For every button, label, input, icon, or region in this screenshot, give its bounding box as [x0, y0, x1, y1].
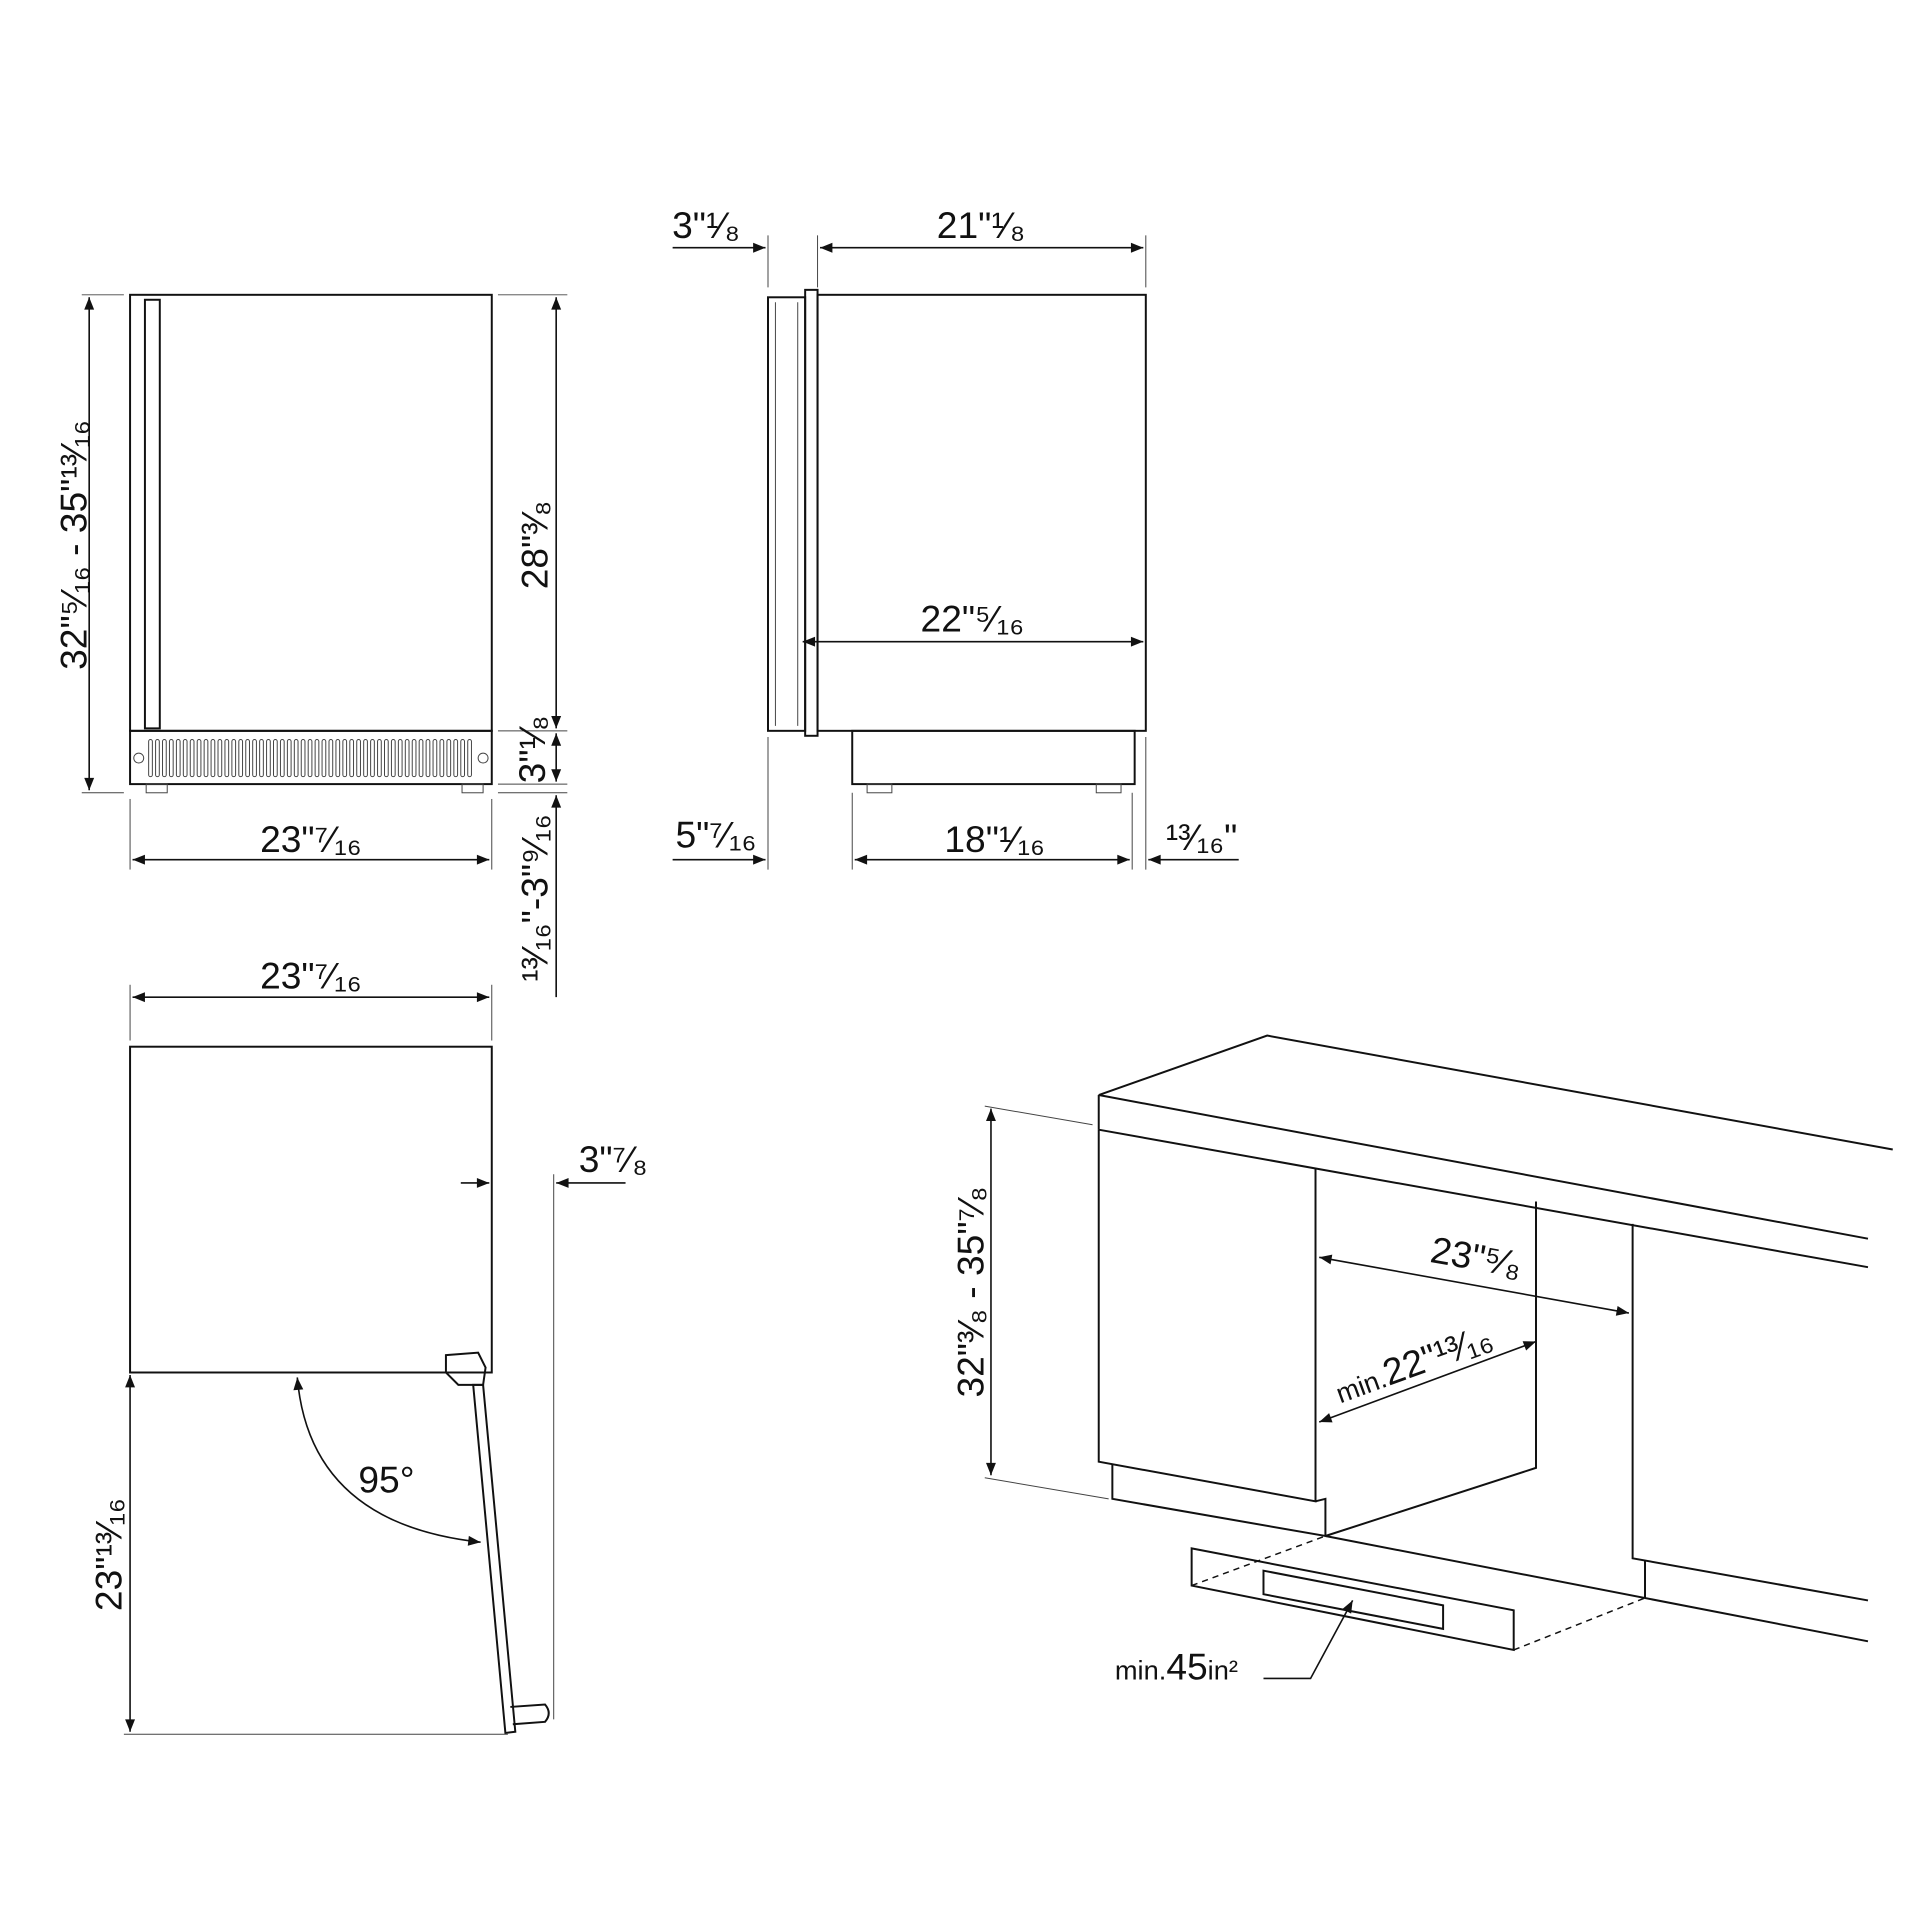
vent-slot [196, 739, 202, 778]
vent-slot [279, 739, 285, 778]
foot [461, 783, 484, 794]
vent-slot [189, 739, 195, 778]
vent-slot [148, 739, 153, 778]
vent-slot [286, 739, 292, 778]
left-plinth [1111, 1464, 1327, 1538]
top-width-label: 23"⁷⁄₁₆ [260, 954, 362, 996]
niche-width-dimension [1319, 1254, 1630, 1316]
vent-slot [356, 739, 361, 778]
vent-slot [210, 739, 216, 778]
hinge [444, 1351, 487, 1386]
vent-slot [182, 739, 188, 778]
base-depth-label: 18"¹⁄₁₆ [944, 818, 1045, 860]
niche-depth-label: min.22"¹³⁄₁₆ [1329, 1315, 1498, 1411]
left-cabinet [1097, 1129, 1317, 1503]
screw [477, 752, 489, 764]
niche-height-label: 32"³⁄₈ - 35"⁷⁄₈ [950, 1186, 992, 1397]
vent-slot [300, 739, 306, 778]
vent-slot [155, 739, 160, 778]
vent-slot [328, 739, 334, 778]
vent-slot [390, 739, 396, 778]
vent-slot [349, 739, 355, 778]
niche-depth-dimension [1318, 1340, 1537, 1423]
vent-slot [266, 739, 271, 778]
right-cabinet [1325, 1223, 1869, 1643]
vent-grille [148, 739, 472, 778]
vent-slot [411, 739, 417, 778]
vent-leader [1263, 1600, 1354, 1680]
vent-slot [273, 739, 278, 778]
countertop-top [1098, 1034, 1893, 1151]
vent-slot [162, 739, 167, 778]
door-side [767, 296, 807, 732]
side-view: 3"¹⁄₈ 21"¹⁄₈ 22"⁵⁄₁₆ 5"⁷⁄₁₆ 18"¹⁄₁₆ ¹³⁄₁… [672, 204, 1239, 870]
body-depth-label: 21"¹⁄₈ [937, 204, 1026, 246]
vent-slot [321, 739, 327, 778]
door-depth-label: 3"¹⁄₈ [672, 204, 740, 246]
vent-slot [217, 739, 223, 778]
vent-slot [425, 739, 431, 778]
vent-slot [446, 739, 452, 778]
front-view: 32"⁵⁄₁₆ - 35"¹³⁄₁₆ 28"³⁄₈ 3"¹⁄₈ ¹³⁄₁₆"-3… [53, 293, 568, 998]
cabinet-height-label: 28"³⁄₈ [514, 501, 556, 590]
vent-slot [342, 739, 348, 778]
vent-slot [175, 739, 181, 778]
vent-slot [168, 739, 174, 778]
vent-slot [397, 739, 403, 778]
vent-area-label: min.45in² [1115, 1646, 1238, 1688]
vent-slot [259, 739, 264, 778]
door-panel [129, 293, 493, 732]
vent-slot [245, 739, 250, 778]
niche-width-label: 23"⁵⁄₈ [1428, 1228, 1525, 1285]
vent-slot [252, 739, 257, 778]
side-clearance-label: 3"⁷⁄₈ [579, 1138, 648, 1180]
vent-slot [363, 739, 368, 778]
foot [145, 783, 168, 794]
open-door [472, 1383, 517, 1735]
plinth-height-label: 3"¹⁄₈ [511, 715, 553, 783]
width-label: 23"⁷⁄₁₆ [260, 818, 362, 860]
swing-depth-label: 23"¹³⁄₁₆ [87, 1498, 129, 1611]
foot-adjust-label: ¹³⁄₁₆"-3"⁹⁄₁₆ [514, 814, 556, 982]
door-angle-label: 95° [358, 1459, 414, 1501]
vent-slot [460, 739, 466, 778]
vent-slot [314, 739, 320, 778]
door-handle [143, 298, 161, 730]
vent-slot [377, 739, 382, 778]
cabinet-side [816, 293, 1147, 732]
vent-slot [418, 739, 424, 778]
vent-slot [1262, 1569, 1445, 1631]
vent-slot [231, 739, 237, 778]
door-handle-top [510, 1703, 550, 1726]
vent-slot [293, 739, 299, 778]
top-view: 23"⁷⁄₁₆ 3"⁷⁄₈ 95° 23"¹³⁄₁₆ [87, 954, 648, 1735]
vent-slot [224, 739, 230, 778]
vent-slot [439, 739, 445, 778]
vent-slot [335, 739, 341, 778]
total-height-label: 32"⁵⁄₁₆ - 35"¹³⁄₁₆ [53, 420, 95, 670]
vent-slot [432, 739, 438, 778]
vent-slot [383, 739, 389, 778]
front-offset-label: 5"⁷⁄₁₆ [675, 813, 756, 855]
vent-slot [453, 739, 459, 778]
screw [133, 752, 145, 764]
vent-slot [370, 739, 375, 778]
inner-depth-label: 22"⁵⁄₁₆ [921, 598, 1025, 640]
vent-slot [404, 739, 410, 778]
plinth [129, 729, 493, 786]
vent-slot [238, 739, 244, 778]
base-side [851, 729, 1136, 786]
rear-offset-label: ¹³⁄₁₆" [1166, 816, 1238, 858]
countertop-edge [1097, 1094, 1869, 1269]
vent-slot [203, 739, 209, 778]
vent-slot [467, 739, 472, 778]
installation-view: 32"³⁄₈ - 35"⁷⁄₈ 23"⁵⁄₈ min.22"¹³⁄₁₆ min.… [950, 1034, 1893, 1688]
door-angle-arc [293, 1377, 481, 1546]
door-frame [804, 288, 819, 737]
vent-slot [307, 739, 313, 778]
cabinet-top [129, 1045, 493, 1374]
